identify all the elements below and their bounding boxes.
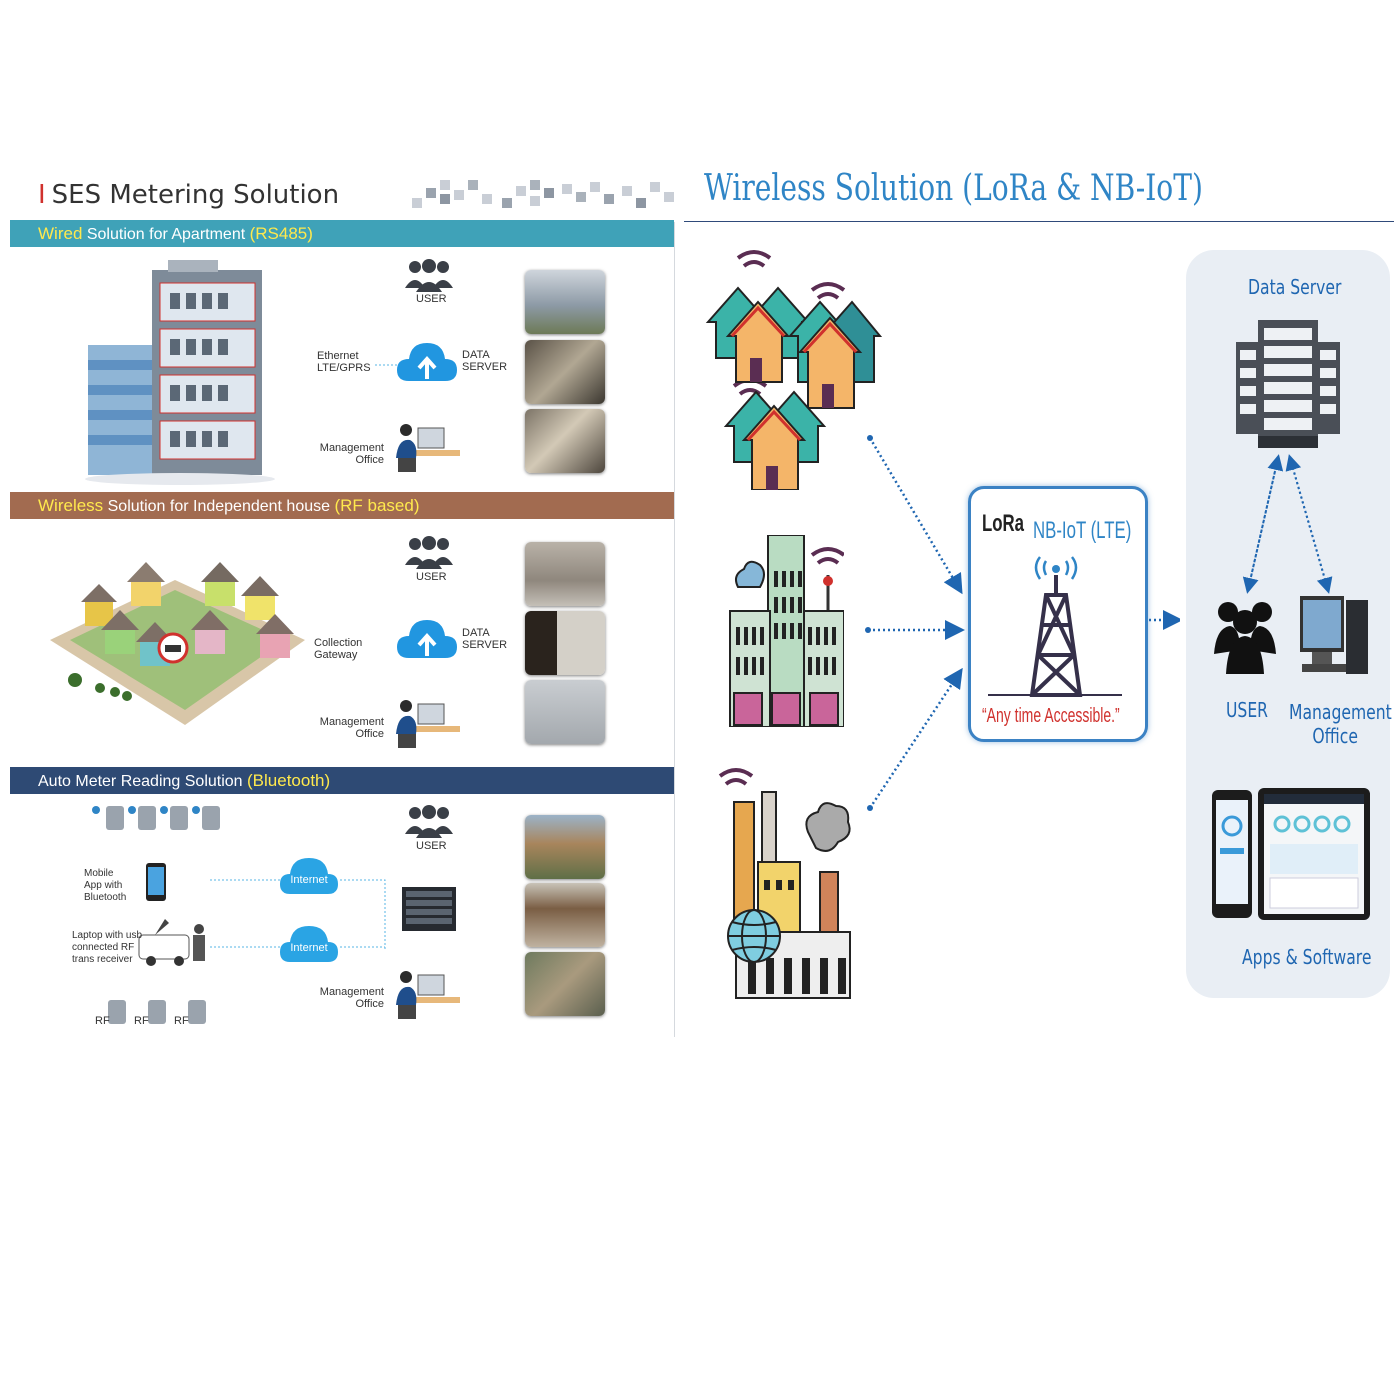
connection-line [375, 364, 400, 366]
band-text: Solution for Independent house [103, 498, 335, 515]
band-tag: (RS485) [249, 224, 313, 243]
slogan-label: “Any time Accessible.” [982, 705, 1120, 727]
data-server-icon [1236, 320, 1340, 448]
photo-meter-box [525, 409, 605, 473]
internet-label: Internet [290, 874, 328, 886]
band-tag: (RF based) [334, 496, 420, 515]
office-worker-icon [396, 424, 460, 472]
apps-software-label: Apps & Software [1242, 945, 1372, 969]
user-group-icon [1214, 602, 1276, 674]
user-label: USER [416, 840, 447, 852]
cell-tower-icon [988, 556, 1122, 697]
photo-apartments [525, 270, 605, 334]
rf-label: RF [134, 1015, 149, 1027]
workstation-icon [1300, 596, 1368, 674]
photo-meter-pipes [525, 340, 605, 404]
band-text: Auto Meter Reading Solution [38, 773, 248, 790]
photo-meters-wall [525, 680, 605, 744]
internet-connection-lines [210, 879, 386, 950]
cloud-icon [397, 343, 457, 381]
title-rule [684, 221, 1394, 222]
band-highlight: Wireless [38, 496, 104, 515]
user-label: USER [416, 293, 447, 305]
city-buildings-icon [729, 535, 844, 727]
server-arrows [1242, 454, 1333, 594]
right-title: Wireless Solution (LoRa & NB-IoT) [704, 168, 1203, 209]
band-tag: (Bluetooth) [247, 771, 331, 790]
mobile-phone-icon [146, 863, 166, 901]
van-icon [138, 919, 205, 966]
band-wireless: Wireless Solution for Independent house … [10, 492, 674, 519]
internet-cloud-icon [280, 926, 338, 962]
bluetooth-meters-icon [92, 806, 220, 830]
photo-house-street [525, 542, 605, 606]
server-rack-icon [402, 887, 456, 931]
connection-arrows [865, 435, 1180, 811]
village-illustration [50, 562, 305, 725]
internet-cloud-icon [280, 858, 338, 894]
cloud-icon [397, 620, 457, 658]
houses-cluster-icon [705, 250, 882, 490]
user-group-icon [405, 536, 453, 569]
band-text: Solution for Apartment [82, 226, 250, 243]
office-worker-icon [396, 700, 460, 748]
data-server-label: Data Server [1248, 275, 1342, 299]
rf-meters-icon [108, 1000, 206, 1024]
photo-house-door [525, 611, 605, 675]
user-group-icon [405, 259, 453, 292]
photo-hillside-town [525, 815, 605, 879]
user-group-icon [405, 805, 453, 838]
band-auto-meter: Auto Meter Reading Solution (Bluetooth) [10, 767, 674, 794]
internet-label: Internet [290, 942, 328, 954]
nbiot-label: NB-IoT (LTE) [1033, 517, 1132, 544]
band-wired: Wired Solution for Apartment (RS485) [10, 220, 674, 247]
apartment-building-illustration [85, 260, 275, 485]
factory-icon [718, 768, 851, 999]
user-label: USER [416, 571, 447, 583]
photo-brick-building [525, 883, 605, 947]
office-worker-icon [396, 971, 460, 1019]
rf-label: RF [174, 1015, 189, 1027]
divider [674, 222, 675, 1037]
decorative-mosaic [412, 180, 674, 208]
apps-devices-icon [1212, 788, 1370, 920]
photo-aerial-town [525, 952, 605, 1016]
lora-label: LoRa [982, 510, 1024, 537]
band-highlight: Wired [38, 224, 83, 243]
rf-label: RF [95, 1015, 110, 1027]
user-label: USER [1226, 698, 1269, 722]
